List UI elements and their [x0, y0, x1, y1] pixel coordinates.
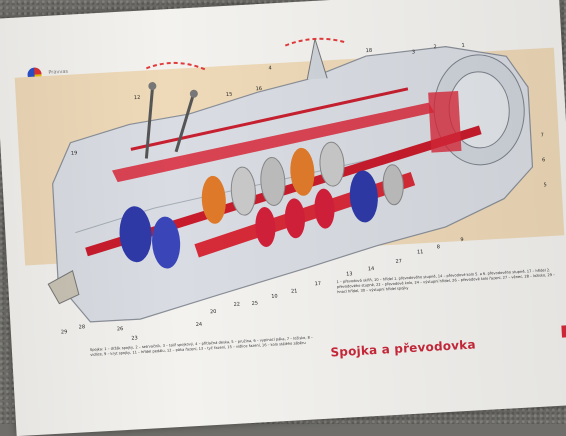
- callout-number: 11: [417, 249, 424, 255]
- callout-number: 12: [134, 95, 141, 101]
- callout-number: 7: [541, 132, 545, 138]
- callout-number: 27: [395, 258, 402, 264]
- callout-number: 8: [437, 244, 441, 250]
- callout-number: 5: [543, 182, 547, 188]
- callout-number: 3: [412, 49, 416, 55]
- callout-number: 1: [461, 43, 465, 49]
- callout-number: 9: [460, 237, 464, 243]
- callout-number: 15: [226, 92, 233, 98]
- callout-number: 21: [291, 288, 298, 294]
- callout-number: 4: [268, 65, 272, 71]
- callout-number: 17: [315, 281, 322, 287]
- callout-number: 23: [131, 335, 138, 341]
- callout-number: 24: [196, 322, 203, 328]
- callout-number: 16: [256, 86, 263, 92]
- callout-number: 2: [433, 44, 437, 50]
- gear-set: [119, 141, 404, 269]
- callout-number: 20: [210, 309, 217, 315]
- callout-number: 19: [71, 150, 78, 156]
- red-corner-tab: [561, 325, 566, 338]
- callout-number: 18: [366, 48, 373, 54]
- poster-title: Spojka a převodovka: [330, 337, 477, 360]
- callout-number: 13: [346, 271, 353, 277]
- callout-number: 6: [542, 157, 546, 163]
- callout-number: 26: [117, 326, 124, 332]
- callout-number: 22: [234, 302, 241, 308]
- callout-number: 14: [368, 266, 375, 272]
- callout-number: 29: [61, 329, 68, 335]
- callout-number: 10: [271, 293, 278, 299]
- gearbox-cutaway-illustration: 29 28 26 24 22 25 10 21 17 13 14 27 11 8…: [47, 37, 547, 342]
- callout-number: 28: [79, 324, 86, 330]
- callout-number: 25: [251, 301, 258, 307]
